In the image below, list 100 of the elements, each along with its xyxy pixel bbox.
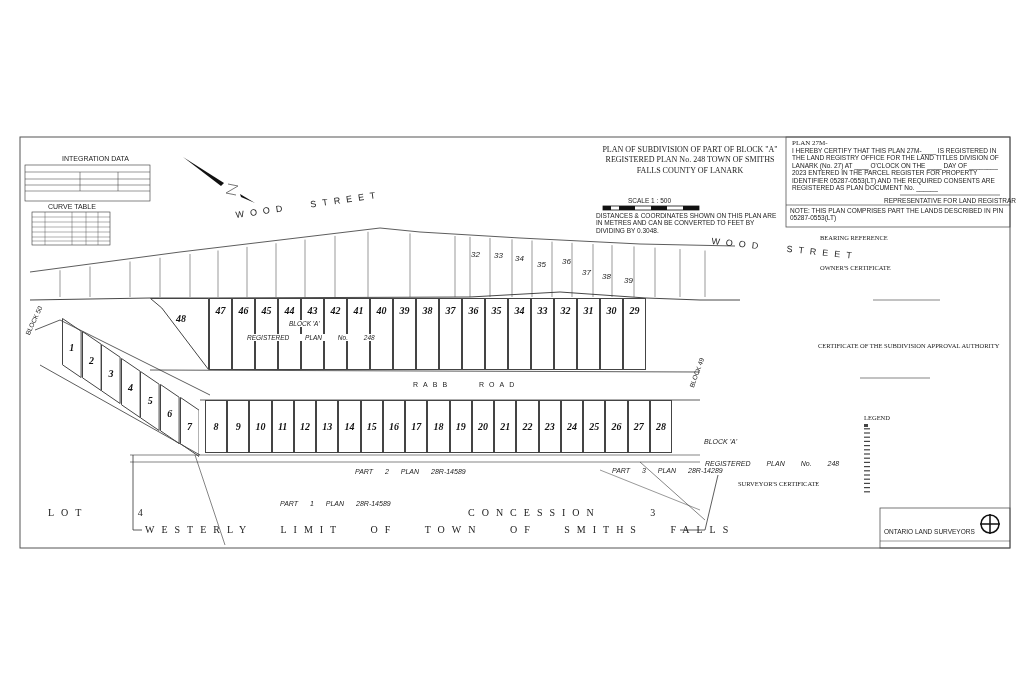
lot-parcel <box>140 370 160 431</box>
lot-number: 35 <box>537 260 546 270</box>
lot-parcel <box>324 298 347 370</box>
limit-label: WESTERLY LIMIT OF TOWN OF SMITHS FALLS <box>145 524 736 536</box>
lot-parcel <box>627 400 650 453</box>
lot-number: 17 <box>411 421 422 432</box>
lot-number: 11 <box>277 421 288 432</box>
lot-number: 20 <box>477 421 488 432</box>
lot-number: 14 <box>344 421 355 432</box>
lot-number: 41 <box>353 306 364 316</box>
lot-number: 37 <box>445 306 456 316</box>
lot-number: 44 <box>284 306 295 316</box>
lot-parcel <box>583 400 606 453</box>
lot-parcel <box>360 400 383 453</box>
lot-parcel <box>554 298 577 370</box>
lot-number: 37 <box>582 268 591 278</box>
lot-label: LOT 4 <box>48 507 150 519</box>
lot-number: 32 <box>471 250 480 260</box>
lot-number: 46 <box>238 306 249 316</box>
lot-parcel-outline <box>150 298 209 370</box>
lot-parcel <box>508 298 531 370</box>
lot-number: 36 <box>562 257 571 267</box>
lot-number: 7 <box>186 422 192 433</box>
lot-parcel <box>209 298 232 370</box>
lot-number: 40 <box>376 306 387 316</box>
lot-parcel <box>577 298 600 370</box>
lot-parcel <box>393 298 416 370</box>
lot-parcel <box>449 400 472 453</box>
lot-parcel <box>649 400 672 453</box>
lot-number: 45 <box>261 306 272 316</box>
lot-number: 9 <box>235 421 241 432</box>
lot-parcel <box>160 384 180 444</box>
lot-number: 31 <box>583 306 594 316</box>
lot-number: 1 <box>69 343 75 353</box>
lot-number: 29 <box>629 306 640 316</box>
lot-number: 18 <box>433 421 444 432</box>
lot-parcel <box>605 400 628 453</box>
lot-parcel <box>249 400 272 453</box>
lot-parcel <box>382 400 405 453</box>
lot-parcel <box>531 298 554 370</box>
lot-parcel <box>494 400 517 453</box>
lot-number: 19 <box>455 421 466 432</box>
lot-label: CONCESSION 3 <box>468 507 663 519</box>
lot-parcel <box>485 298 508 370</box>
lot-number: 30 <box>606 306 617 316</box>
lot-parcel <box>462 298 485 370</box>
lot-parcel <box>179 397 200 458</box>
lot-parcel <box>205 400 227 453</box>
lot-parcel <box>316 400 339 453</box>
lot-number: 32 <box>560 306 571 316</box>
lot-parcel <box>623 298 646 370</box>
lot-number: 5 <box>147 395 153 406</box>
lot-parcel <box>62 318 82 378</box>
lot-number: 8 <box>213 421 219 432</box>
lot-number: 47 <box>215 306 226 316</box>
lot-number: 33 <box>537 306 548 316</box>
lot-parcel <box>538 400 561 453</box>
lot-number: 13 <box>322 421 333 432</box>
lot-number: 38 <box>422 306 433 316</box>
lot-number: 33 <box>494 251 503 261</box>
lot-number: 34 <box>515 254 524 264</box>
lot-parcel <box>405 400 428 453</box>
lot-number: 26 <box>611 421 622 432</box>
lot-number: 27 <box>633 421 644 432</box>
lot-number: 25 <box>589 421 600 432</box>
lot-number: 28 <box>655 421 666 432</box>
lot-number: 10 <box>255 421 266 432</box>
plan-title: PLAN OF SUBDIVISION OF PART OF BLOCK "A" REGISTERED PLAN No. 248 TOWN OF SMITHS FALLS COUNTY OF LANARK <box>601 145 779 177</box>
lot-parcel <box>227 400 250 453</box>
lot-number: 15 <box>366 421 377 432</box>
lot-number: 34 <box>514 306 525 316</box>
lot-parcel <box>560 400 583 453</box>
lot-number: 6 <box>167 409 173 419</box>
lot-parcel <box>293 400 316 453</box>
lot-parcel <box>471 400 494 453</box>
lot-number: 38 <box>602 272 611 282</box>
lot-parcel <box>439 298 462 370</box>
lot-parcel <box>101 344 121 405</box>
lot-parcel <box>427 400 450 453</box>
lot-number: 16 <box>388 421 399 432</box>
lot-number: 48 <box>176 314 186 324</box>
lot-parcel <box>81 331 102 392</box>
lot-number: 23 <box>544 421 555 432</box>
lot-number: 12 <box>299 421 310 432</box>
lot-number: 4 <box>128 382 134 393</box>
lot-parcel <box>416 298 439 370</box>
lot-number: 39 <box>399 306 410 316</box>
lot-number: 43 <box>307 306 318 316</box>
lot-number: 42 <box>330 306 341 316</box>
lot-number: 2 <box>88 356 94 367</box>
lot-parcel <box>516 400 539 453</box>
lot-number: 35 <box>491 306 502 316</box>
lot-parcel <box>271 400 294 453</box>
lot-number: 24 <box>566 421 577 432</box>
lot-number: 22 <box>522 421 533 432</box>
lot-parcel <box>600 298 623 370</box>
lot-number: 39 <box>624 276 633 286</box>
lot-number: 21 <box>500 421 511 432</box>
lot-number: 36 <box>468 306 479 316</box>
lot-parcel <box>338 400 361 453</box>
